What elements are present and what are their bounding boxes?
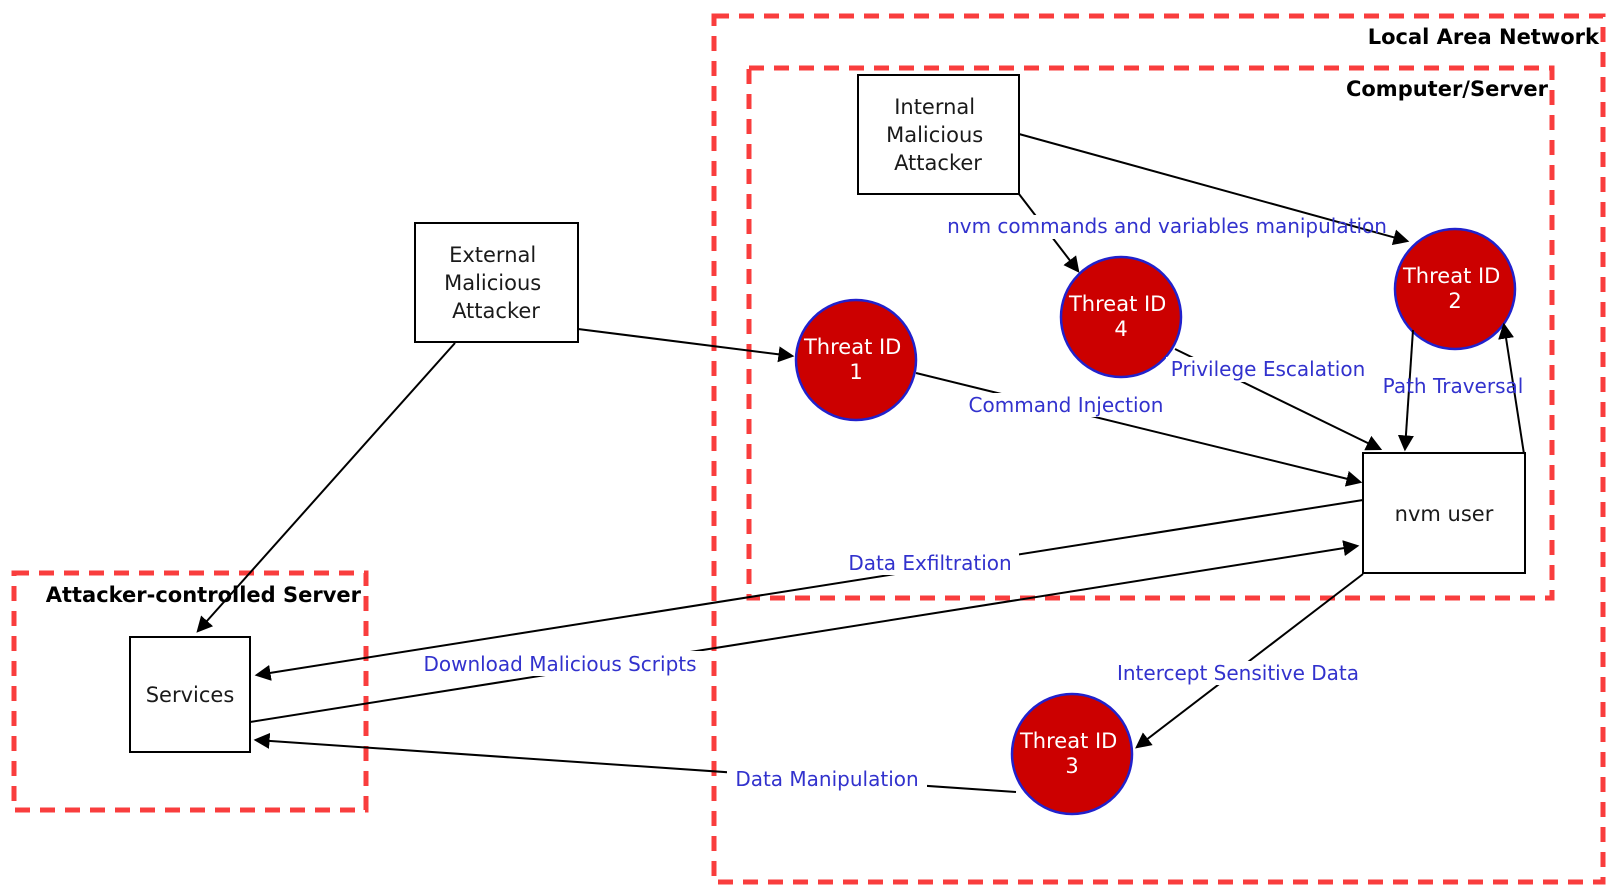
edge-label-intercept-sensitive-data: Intercept Sensitive Data xyxy=(1117,661,1359,685)
edge-label-nvm-commands: nvm commands and variables manipulation xyxy=(947,214,1387,238)
label-bg-intercept-data xyxy=(1112,661,1364,685)
edge-threat2-to-nvm-user xyxy=(1397,329,1414,452)
external-attacker-box xyxy=(414,222,579,343)
edge-label-privilege-escalation: Privilege Escalation xyxy=(1171,357,1366,381)
lan-boundary xyxy=(711,13,1606,885)
nvm-user-box xyxy=(1362,452,1526,574)
edge-nvm-user-to-services-exfiltration xyxy=(254,499,1364,681)
edge-label-data-manipulation: Data Manipulation xyxy=(735,767,918,791)
services-box xyxy=(129,636,251,753)
edge-nvm-user-to-threat3 xyxy=(1135,573,1364,749)
internal-attacker-node: Internal Malicious Attacker xyxy=(857,74,1020,195)
edge-external-to-threat1 xyxy=(577,328,795,363)
external-attacker-label: External Malicious Attacker xyxy=(444,243,548,323)
label-bg-download-scripts xyxy=(416,651,704,676)
label-bg-data-exfiltration xyxy=(841,551,1019,575)
nvm-user-node: nvm user xyxy=(1362,452,1526,574)
attacker-server-boundary xyxy=(11,570,369,813)
threat-3-label: Threat ID 3 xyxy=(1019,729,1124,778)
label-bg-nvm-commands xyxy=(947,215,1387,239)
computer-server-boundary xyxy=(746,65,1555,601)
threat-4-circle: Threat ID 4 xyxy=(1059,255,1183,379)
label-bg-privilege-escalation xyxy=(1166,357,1370,382)
edge-label-command-injection: Command Injection xyxy=(969,393,1164,417)
edge-services-to-nvm-user-download xyxy=(249,540,1360,723)
label-bg-data-manipulation xyxy=(727,767,927,791)
threat-1-shape xyxy=(794,298,918,422)
label-bg-path-traversal xyxy=(1377,374,1529,398)
label-bg-command-injection xyxy=(986,393,1146,417)
edge-nvm-user-to-threat2 xyxy=(1498,322,1525,455)
internal-attacker-label: Internal Malicious Attacker xyxy=(886,95,990,175)
threat-2-label: Threat ID 2 xyxy=(1402,264,1507,313)
threat-1-label: Threat ID 1 xyxy=(803,335,908,384)
computer-server-title: Computer/Server xyxy=(1346,77,1549,101)
external-attacker-node: External Malicious Attacker xyxy=(414,222,579,343)
edge-label-download-malicious-scripts: Download Malicious Scripts xyxy=(423,652,696,676)
services-label: Services xyxy=(146,683,235,707)
lan-title: Local Area Network xyxy=(1368,25,1600,49)
threat-1-circle: Threat ID 1 xyxy=(794,298,918,422)
internal-attacker-box xyxy=(857,74,1020,195)
attacker-server-title: Attacker-controlled Server xyxy=(46,583,362,607)
edge-label-path-traversal: Path Traversal xyxy=(1383,374,1524,398)
nvm-user-label: nvm user xyxy=(1395,502,1494,526)
services-node: Services xyxy=(129,636,251,753)
threat-4-label: Threat ID 4 xyxy=(1068,292,1173,341)
threat-3-shape xyxy=(1010,692,1134,816)
edge-internal-to-threat2 xyxy=(1018,133,1410,246)
threat-2-circle: Threat ID 2 xyxy=(1393,227,1517,351)
threat-3-circle: Threat ID 3 xyxy=(1010,692,1134,816)
threat-4-shape xyxy=(1059,255,1183,379)
edge-external-to-services xyxy=(196,342,456,633)
edge-label-data-exfiltration: Data Exfiltration xyxy=(848,551,1011,575)
edge-threat1-to-nvm-user xyxy=(915,372,1363,487)
threat-2-shape xyxy=(1393,227,1517,351)
